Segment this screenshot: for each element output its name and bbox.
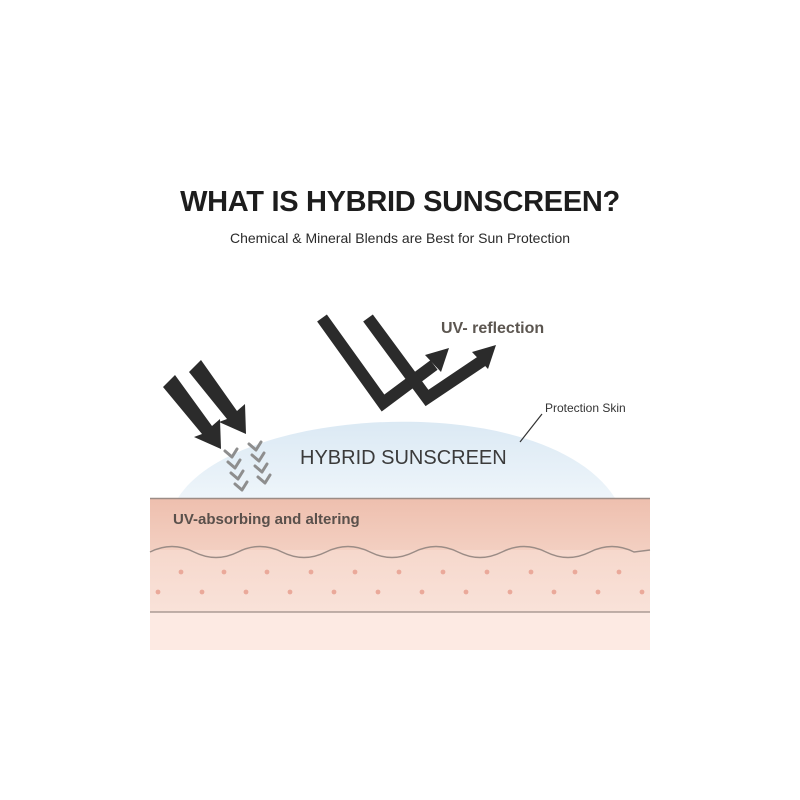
uv-absorb-arrow-icon [163,360,246,449]
skin-dots [155,569,645,595]
uv-absorbing-label: UV-absorbing and altering [173,511,360,528]
protection-skin-leader-line [519,413,543,443]
skin-wavy-line [149,545,651,559]
hybrid-sunscreen-label: HYBRID SUNSCREEN [300,447,507,469]
uv-reflection-arrow-icon [317,314,486,412]
skin-top-layer [150,498,650,550]
page-subtitle: Chemical & Mineral Blends are Best for S… [229,230,571,246]
skin-middle-layer [150,550,650,612]
uv-reflection-label: UV- reflection [441,320,544,337]
uv-reflection-arrowheads [425,345,496,372]
skin-bottom-layer [150,612,650,650]
protection-dome [178,421,615,498]
absorption-chevron-icon [223,440,272,492]
page-title: WHAT IS HYBRID SUNSCREEN? [180,186,620,218]
protection-skin-label: Protection Skin [545,401,626,415]
